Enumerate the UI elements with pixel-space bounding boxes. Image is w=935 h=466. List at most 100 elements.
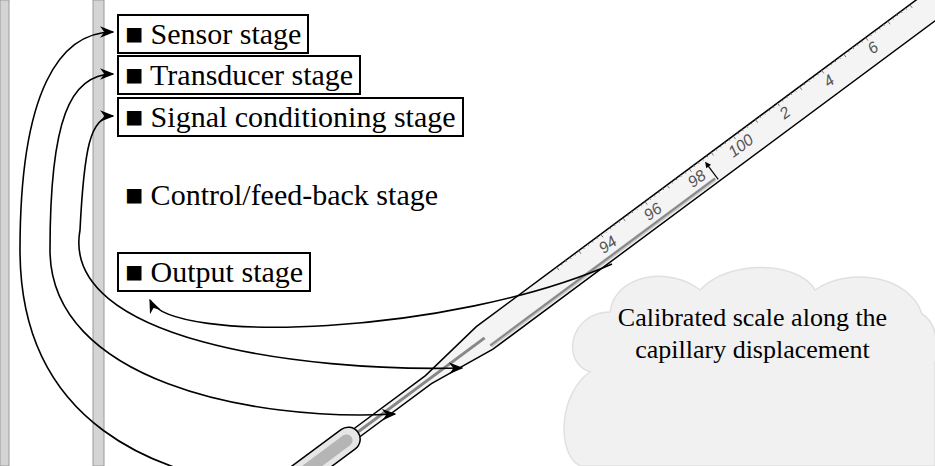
scale-tick bbox=[874, 31, 875, 33]
scale-tick bbox=[870, 34, 871, 36]
side-bar bbox=[93, 0, 104, 466]
scale-tick bbox=[601, 234, 603, 237]
stage-box: ■ Sensor stage bbox=[117, 14, 309, 54]
scale-tick bbox=[808, 80, 809, 82]
scale-tick bbox=[645, 201, 647, 204]
scale-tick bbox=[614, 224, 615, 226]
scale-tick bbox=[698, 162, 699, 164]
scale-tick bbox=[720, 146, 721, 148]
scale-tick bbox=[817, 74, 818, 76]
scale-tick bbox=[804, 83, 805, 85]
stage-box: ■ Signal conditioning stage bbox=[117, 97, 464, 137]
scale-tick bbox=[822, 70, 824, 73]
scale-tick bbox=[852, 47, 853, 49]
scale-tick bbox=[693, 165, 694, 167]
side-bar bbox=[0, 0, 9, 466]
stage-label: ■ Signal conditioning stage bbox=[125, 100, 456, 133]
scale-tick bbox=[897, 15, 898, 17]
bulb-fluid bbox=[295, 432, 355, 466]
scale-tick bbox=[795, 90, 796, 92]
scale-tick bbox=[782, 100, 783, 102]
scale-tick bbox=[627, 215, 628, 217]
scale-tick bbox=[610, 228, 611, 230]
scale-tick bbox=[791, 93, 792, 95]
scale-tick bbox=[883, 24, 884, 26]
scale-tick bbox=[901, 11, 902, 13]
scale-tick bbox=[755, 119, 757, 122]
scale-tick bbox=[587, 244, 588, 246]
scale-tick bbox=[729, 139, 730, 141]
scale-tick bbox=[640, 205, 641, 207]
scale-tick bbox=[786, 96, 787, 98]
scale-tick bbox=[724, 142, 725, 144]
thermometer bbox=[282, 0, 935, 466]
scale-tick bbox=[557, 267, 559, 270]
scale-tick bbox=[561, 264, 562, 266]
scale-tick bbox=[680, 175, 681, 177]
scale-tick bbox=[667, 185, 669, 188]
scale-tick bbox=[707, 156, 708, 158]
scale-tick bbox=[742, 129, 743, 131]
scale-tick bbox=[830, 64, 831, 66]
scale-tick bbox=[746, 126, 747, 128]
scale-tick bbox=[751, 123, 752, 125]
scale-tick bbox=[773, 106, 774, 108]
scale-tick bbox=[579, 251, 581, 254]
capillary-shading bbox=[489, 177, 716, 347]
scale-tick bbox=[764, 113, 765, 115]
scale-tick bbox=[733, 136, 735, 139]
scale-tick bbox=[711, 152, 713, 155]
scale-tick bbox=[861, 41, 862, 43]
scale-tick bbox=[888, 21, 890, 24]
scale-tick bbox=[813, 77, 814, 79]
scale-tick bbox=[857, 44, 858, 46]
scale-tick bbox=[632, 211, 633, 213]
stage-label: ■ Sensor stage bbox=[125, 17, 301, 50]
scale-tick bbox=[565, 260, 566, 262]
scale-tick bbox=[760, 116, 761, 118]
scale-tick bbox=[618, 221, 619, 223]
scale-tick bbox=[879, 28, 880, 30]
scale-tick bbox=[663, 188, 664, 190]
scale-tick bbox=[623, 218, 625, 221]
scale-tick bbox=[702, 159, 703, 161]
scale-tick bbox=[636, 208, 637, 210]
scale-tick bbox=[654, 195, 655, 197]
stage-item: ■ Control/feed-back stage bbox=[125, 178, 438, 212]
stage-label: ■ Output stage bbox=[125, 255, 303, 288]
scale-tick bbox=[583, 247, 584, 249]
scale-tick bbox=[835, 60, 836, 62]
scale-tick bbox=[799, 87, 801, 90]
scale-tick bbox=[844, 54, 846, 57]
scale-tick bbox=[596, 237, 597, 239]
scale-tick bbox=[689, 169, 691, 172]
capillary bbox=[347, 337, 485, 441]
cloud-text: Calibrated scale along the capillary dis… bbox=[588, 302, 918, 366]
sensor-bulb bbox=[283, 422, 365, 466]
scale-tick bbox=[570, 257, 571, 259]
capillary bbox=[490, 179, 715, 346]
scale-tick bbox=[892, 18, 893, 20]
reading-arrow bbox=[703, 160, 711, 168]
scale-tick bbox=[685, 172, 686, 174]
scale-tick bbox=[848, 51, 849, 53]
stage-box: ■ Output stage bbox=[117, 252, 311, 292]
scale-tick bbox=[826, 67, 827, 69]
scale-tick bbox=[671, 182, 672, 184]
scale-tick bbox=[574, 254, 575, 256]
thermometer-tube bbox=[348, 0, 935, 445]
scale-tick bbox=[910, 5, 912, 8]
scale-tick bbox=[839, 57, 840, 59]
cloud-note: Calibrated scale along the capillary dis… bbox=[560, 262, 935, 466]
stage-box: ■ Transducer stage bbox=[117, 55, 361, 95]
scale-tick bbox=[592, 241, 593, 243]
scale-tick bbox=[605, 231, 606, 233]
scale-tick bbox=[649, 198, 650, 200]
scale-tick bbox=[905, 8, 906, 10]
scale-tick bbox=[676, 178, 677, 180]
scale-tick bbox=[738, 133, 739, 135]
leader-line bbox=[79, 116, 462, 368]
scale-tick bbox=[716, 149, 717, 151]
scale-tick bbox=[658, 192, 659, 194]
